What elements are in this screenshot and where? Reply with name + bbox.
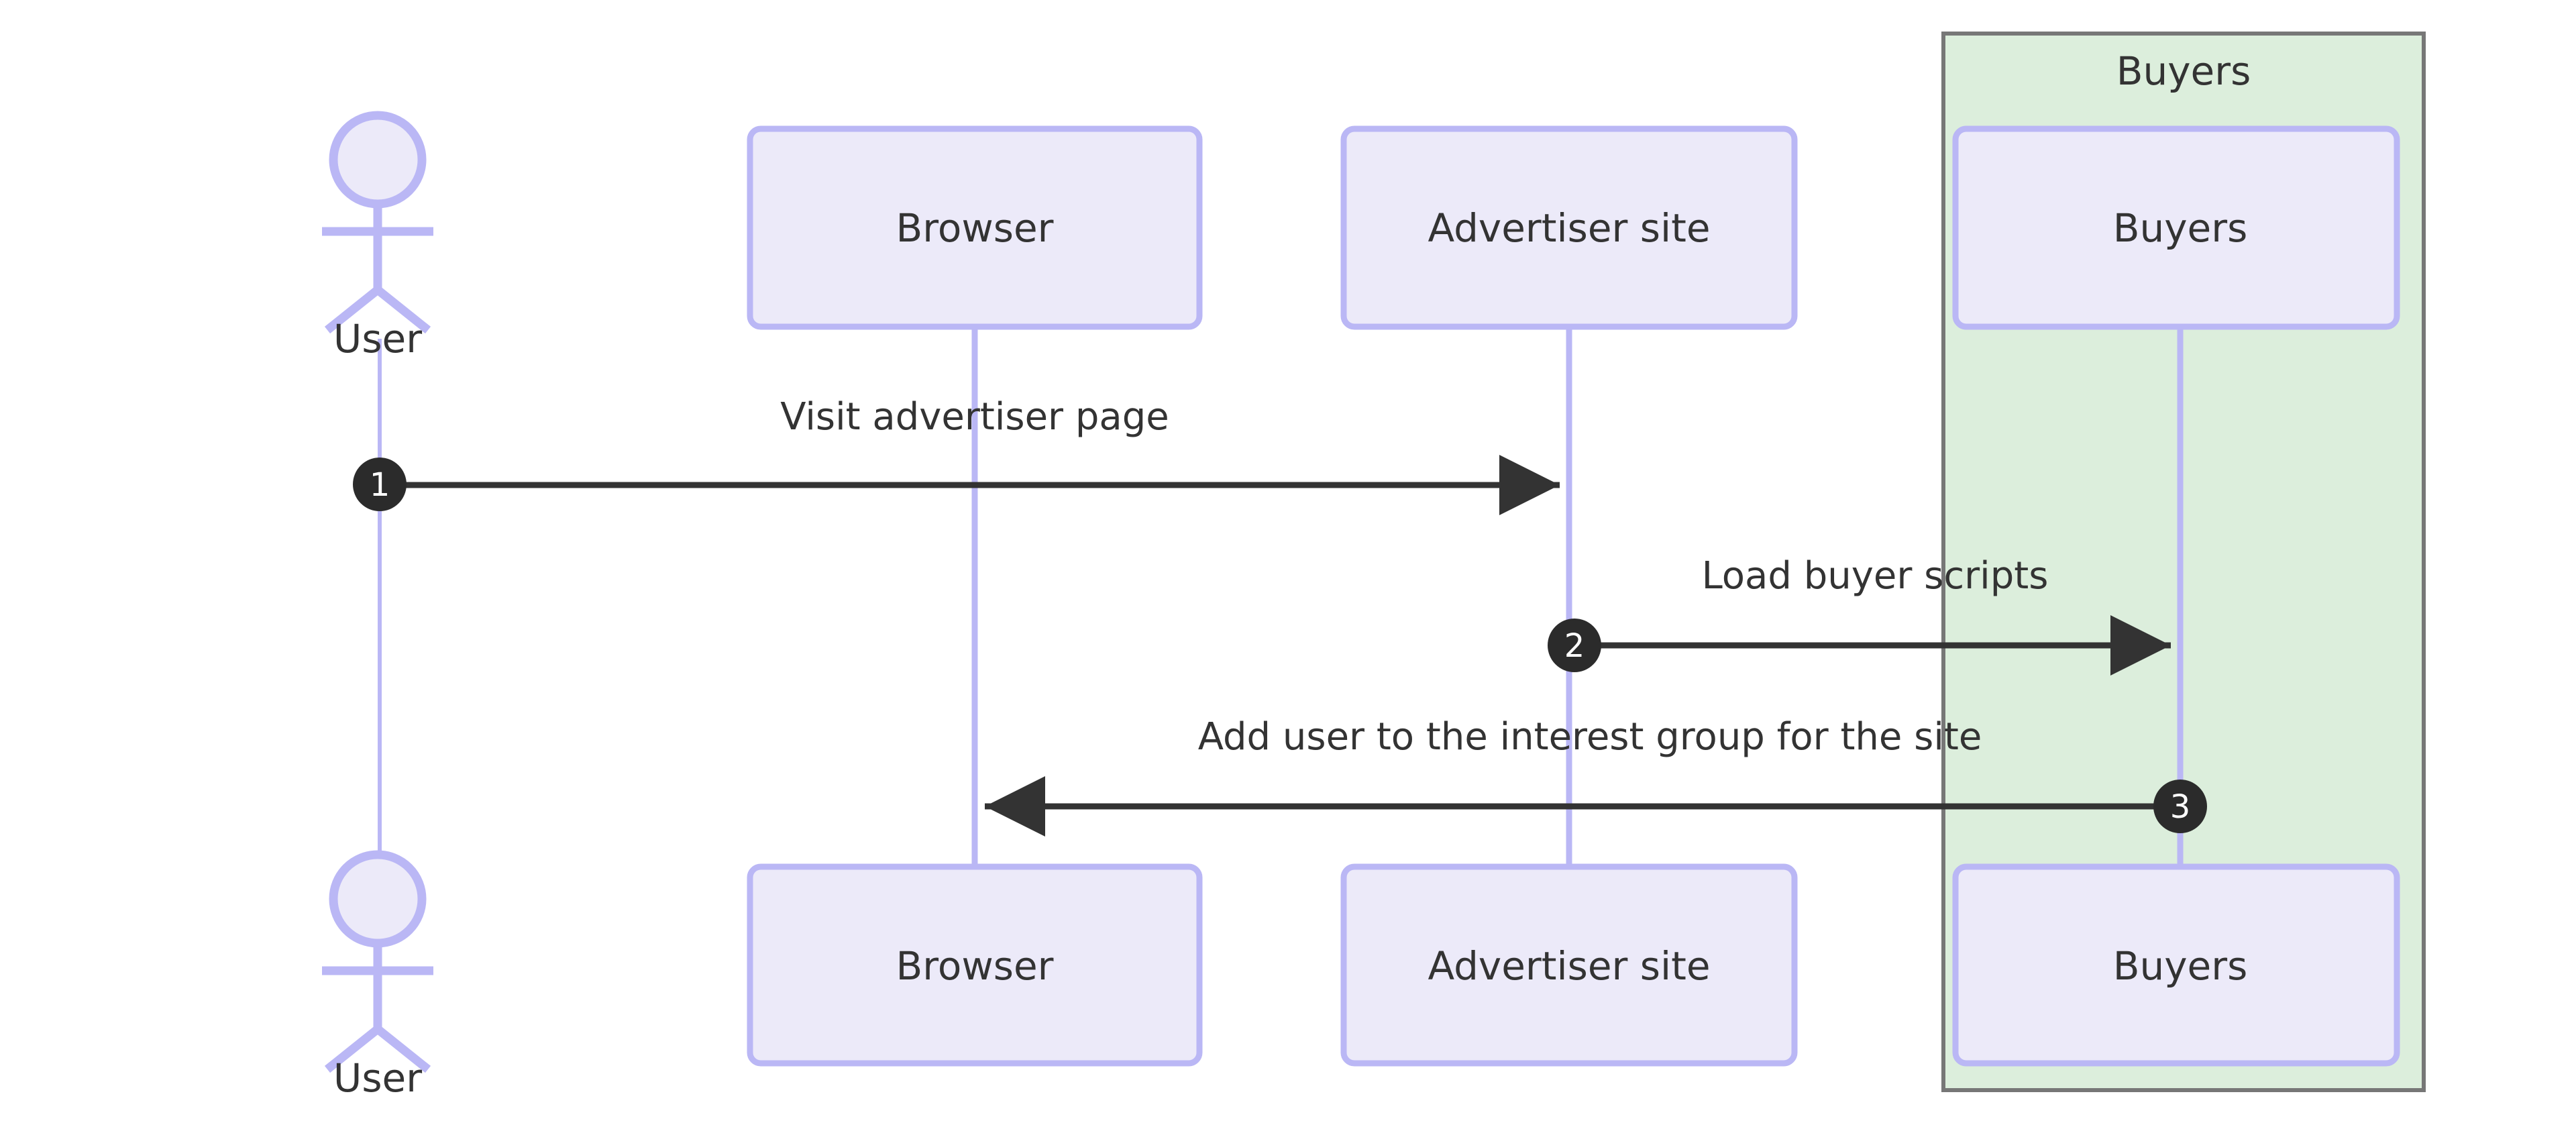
participant-label-advertiser-bottom: Advertiser site	[1428, 943, 1710, 989]
message-number-1: 1	[370, 466, 390, 504]
participant-footer-buyers[interactable]: Buyers	[1952, 863, 2400, 1067]
participant-label-advertiser-top: Advertiser site	[1428, 205, 1710, 251]
participant-label-browser-bottom: Browser	[896, 943, 1053, 989]
message-label-3: Add user to the interest group for the s…	[1198, 715, 1982, 759]
message-number-3: 3	[2170, 788, 2191, 826]
message-2[interactable]: Load buyer scripts 2	[1548, 554, 2171, 676]
participant-footer-browser[interactable]: Browser	[747, 863, 1203, 1067]
participant-box-buyers-top	[1952, 125, 2400, 330]
participant-label-browser-top: Browser	[896, 205, 1053, 251]
participant-box-advertiser-top	[1340, 125, 1798, 330]
message-label-1: Visit advertiser page	[780, 395, 1169, 439]
message-number-2: 2	[1564, 627, 1585, 665]
participant-footer-advertiser[interactable]: Advertiser site	[1340, 863, 1798, 1067]
participant-box-browser-top	[747, 125, 1203, 330]
participant-header-advertiser[interactable]: Advertiser site	[1340, 125, 1798, 330]
actor-label-user-top: User	[333, 316, 422, 362]
actor-leg-left-icon-bottom	[324, 1025, 381, 1073]
participant-label-buyers-bottom: Buyers	[2113, 943, 2248, 989]
actor-leg-left-icon	[324, 286, 381, 334]
message-3[interactable]: Add user to the interest group for the s…	[985, 715, 2207, 837]
message-marker-3	[2153, 780, 2207, 833]
message-marker-2	[1548, 619, 1601, 672]
message-1[interactable]: Visit advertiser page 1	[353, 395, 1560, 515]
actor-leg-right-icon	[374, 286, 431, 334]
message-label-2: Load buyer scripts	[1702, 554, 2049, 598]
actor-head-icon	[329, 111, 427, 209]
participant-header-user[interactable]: User	[322, 111, 433, 362]
group-title-label: Buyers	[2116, 48, 2251, 94]
participant-box-browser-bottom	[747, 863, 1203, 1067]
actor-head-icon-bottom	[329, 850, 427, 948]
actor-leg-right-icon-bottom	[374, 1025, 431, 1073]
participant-footer-user[interactable]: User	[322, 850, 433, 1101]
participant-box-buyers-bottom	[1952, 863, 2400, 1067]
participant-label-buyers-top: Buyers	[2113, 205, 2248, 251]
lifelines	[378, 327, 2184, 899]
participant-header-buyers[interactable]: Buyers	[1952, 125, 2400, 330]
message-marker-1	[353, 458, 407, 511]
participant-header-browser[interactable]: Browser	[747, 125, 1203, 330]
participant-box-advertiser-bottom	[1340, 863, 1798, 1067]
actor-label-user-bottom: User	[333, 1055, 422, 1101]
